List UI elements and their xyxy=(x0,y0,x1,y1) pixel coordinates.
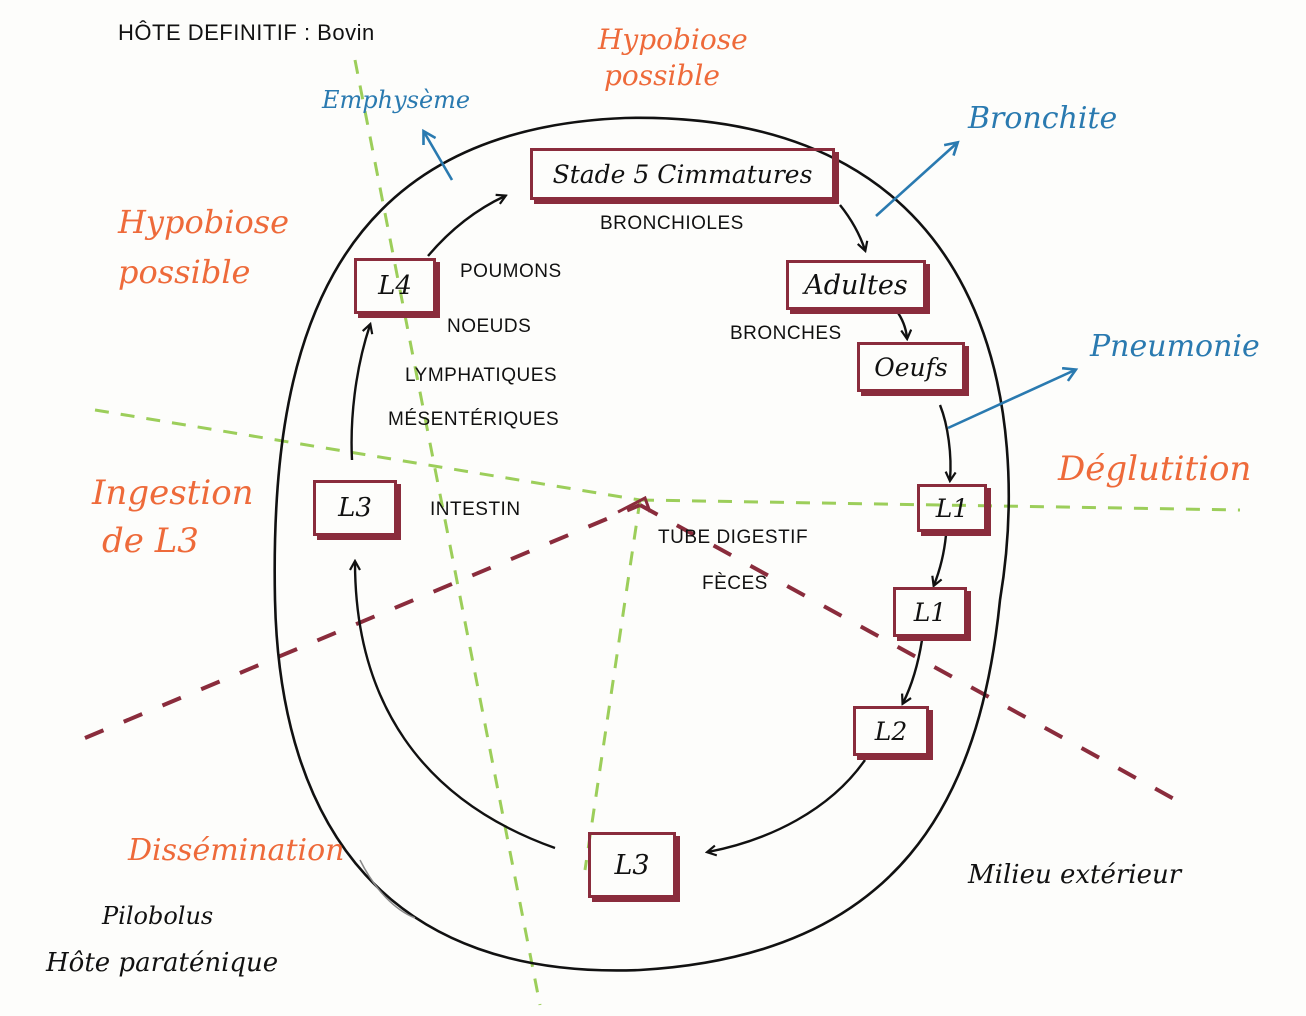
arrow-stade5-to-adultes xyxy=(839,204,865,250)
green-dashed-line-vertical xyxy=(353,59,542,1006)
note-pilobolus: Pilobolus xyxy=(102,902,214,930)
location-intestin: INTESTIN xyxy=(430,499,521,520)
arrow-l1-to-l2 xyxy=(903,639,924,703)
note-dissemination: Dissémination xyxy=(128,833,345,868)
stage-box-l2: L2 xyxy=(853,706,929,756)
note-hypobiose-left-2: possible xyxy=(118,253,251,291)
note-ingestion-1: Ingestion xyxy=(92,473,254,513)
note-hypobiose-top-2: possible xyxy=(604,59,720,92)
note-deglutition: Déglutition xyxy=(1058,449,1252,489)
stage-box-adultes: Adultes xyxy=(786,260,926,310)
stage-box-l3-intestine: L3 xyxy=(313,480,397,536)
note-hypobiose-left-1: Hypobiose xyxy=(118,203,290,241)
pathology-emphyseme: Emphysème xyxy=(322,86,471,114)
location-tube-digestif: TUBE DIGESTIF xyxy=(658,527,809,548)
note-ingestion-2: de L3 xyxy=(102,521,199,561)
location-mesenteriques: MÉSENTÉRIQUES xyxy=(388,409,560,430)
pathology-bronchite: Bronchite xyxy=(968,101,1118,136)
arrow-l2-to-l3 xyxy=(708,759,866,852)
stage-box-oeufs: Oeufs xyxy=(857,342,965,392)
stage-box-l1-top: L1 xyxy=(917,484,987,532)
arrow-emphyseme xyxy=(424,132,454,181)
arrow-adultes-to-oeufs xyxy=(895,309,907,338)
green-dashed-line-lower xyxy=(583,499,642,871)
maroon-dashed-line-right xyxy=(639,503,1186,807)
location-noeuds: NOEUDS xyxy=(447,316,532,337)
note-hote-paratenique: Hôte paraténique xyxy=(46,948,279,978)
maroon-dashed-line-left xyxy=(84,503,641,740)
center-mark xyxy=(617,495,652,514)
location-bronchioles: BRONCHIOLES xyxy=(600,213,744,234)
stage-box-l1-bottom: L1 xyxy=(893,587,967,637)
stage-box-stade5: Stade 5 Cimmatures xyxy=(530,148,835,200)
note-hypobiose-top-1: Hypobiose xyxy=(598,23,748,56)
host-outline xyxy=(273,116,1010,972)
stage-box-l4: L4 xyxy=(354,258,436,314)
location-poumons: POUMONS xyxy=(460,261,562,282)
arrow-oeufs-to-l1 xyxy=(938,404,951,480)
arrow-l1-to-l1 xyxy=(934,534,948,585)
location-lymphatiques: LYMPHATIQUES xyxy=(405,365,558,386)
arrow-l4-to-stade5 xyxy=(427,196,505,257)
arrow-bronchite xyxy=(875,143,957,217)
arrow-l3-to-intestin xyxy=(355,562,556,850)
green-dashed-line-right xyxy=(639,498,1241,512)
pathology-pneumonie: Pneumonie xyxy=(1090,329,1260,364)
arrow-pneumonie xyxy=(947,370,1075,430)
note-milieu-exterieur: Milieu extérieur xyxy=(968,860,1182,890)
definitive-host-label: HÔTE DEFINITIF : Bovin xyxy=(118,20,375,45)
location-bronches: BRONCHES xyxy=(730,323,842,344)
stage-box-l3-environment: L3 xyxy=(588,832,676,898)
arrow-intestin-to-l4 xyxy=(350,325,370,461)
dissemination-stroke xyxy=(359,859,416,919)
location-feces: FÈCES xyxy=(702,573,768,594)
